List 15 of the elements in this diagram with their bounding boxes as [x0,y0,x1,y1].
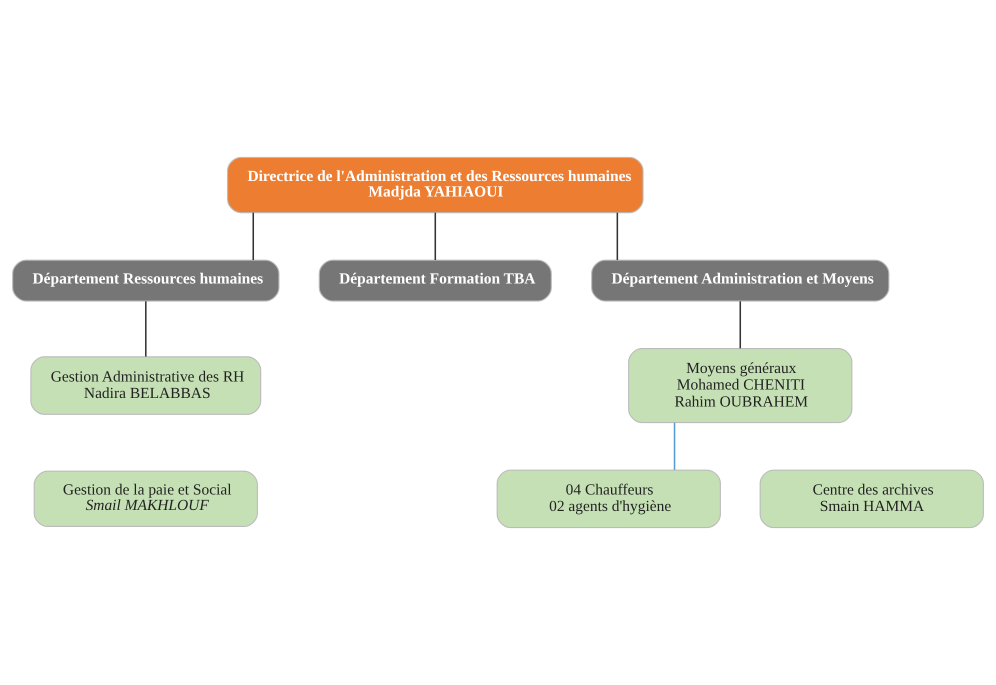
connector [616,212,618,260]
connector [252,212,254,260]
node-box: Centre des archives Smain HAMMA [760,470,984,528]
node-box: Gestion de la paie et Social Smail MAKHLOUF [34,470,258,528]
connector [674,422,676,470]
node-box: Moyens généraux Mohamed CHENITI Rahim OUBRAHEM [628,348,852,424]
node-box: Département Administration et Moyens [591,260,890,302]
node-box: Département Ressources humaines [12,260,280,302]
node-box: Gestion Administrative des RH Nadira BELABBAS [30,356,262,415]
connector [739,301,742,348]
node-box: Département Formation TBA [318,260,552,302]
connector [145,301,147,357]
node-box: 04 Chauffeurs 02 agents d'hygiène [496,470,721,528]
node-box: Directrice de l'Administration et des Ressources humaines Madjda YAHIAOUI [227,156,644,214]
connector [434,212,436,260]
